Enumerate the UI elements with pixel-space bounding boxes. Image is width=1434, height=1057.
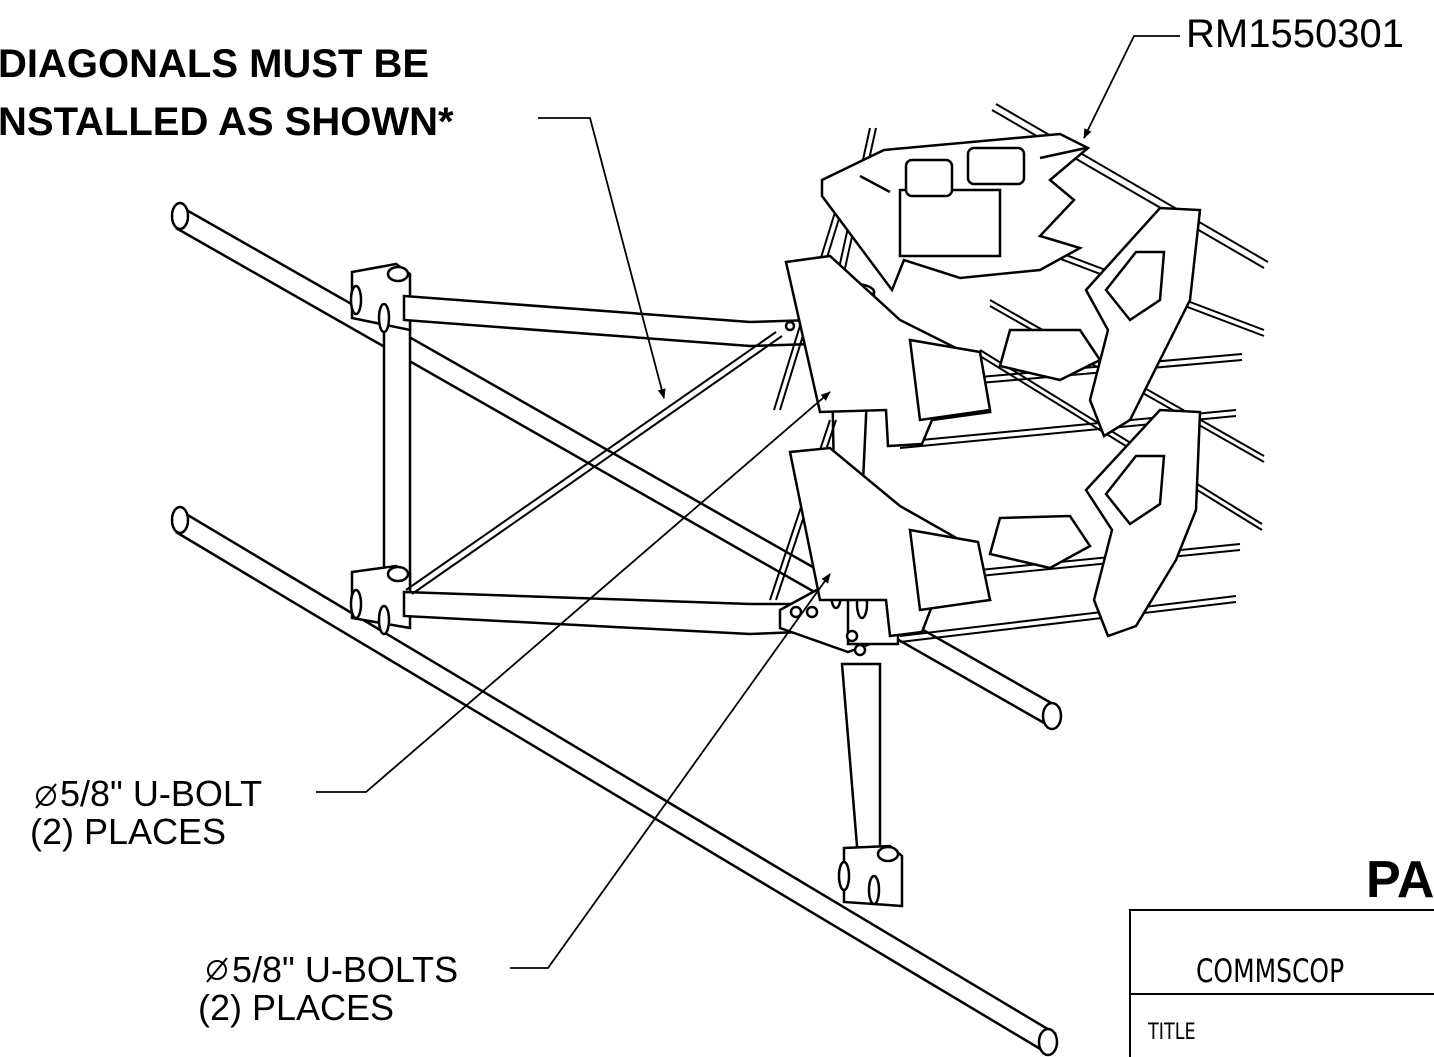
support-arms — [402, 294, 814, 636]
pipe-upper — [170, 201, 1063, 731]
left-vertical-post — [349, 262, 412, 636]
ring-plates — [784, 132, 1202, 638]
sheet-heading: PA — [1366, 851, 1434, 909]
company-name: COMMSCOP — [1196, 952, 1345, 990]
leader-lines — [316, 35, 1180, 969]
pipe-lower — [170, 505, 1059, 1057]
diagonal-note-line2: NSTALLED AS SHOWN* — [0, 100, 454, 144]
diameter-symbol-icon — [35, 783, 57, 809]
diagonal-note-line1: DIAGONALS MUST BE — [0, 42, 430, 86]
title-label: TITLE — [1148, 1020, 1196, 1045]
ubolts-callout-line2: (2) PLACES — [198, 987, 395, 1028]
ubolt-callout-line2: (2) PLACES — [30, 811, 227, 852]
ubolts-callout-line1: 5/8" U-BOLTS — [232, 949, 459, 990]
diameter-symbol-icon — [206, 957, 228, 983]
title-block-frame — [1129, 909, 1434, 1057]
diagonal-brace — [405, 331, 783, 595]
part-number-callout: RM1550301 — [1186, 12, 1404, 56]
ubolt-callout-line1: 5/8" U-BOLT — [60, 773, 263, 814]
